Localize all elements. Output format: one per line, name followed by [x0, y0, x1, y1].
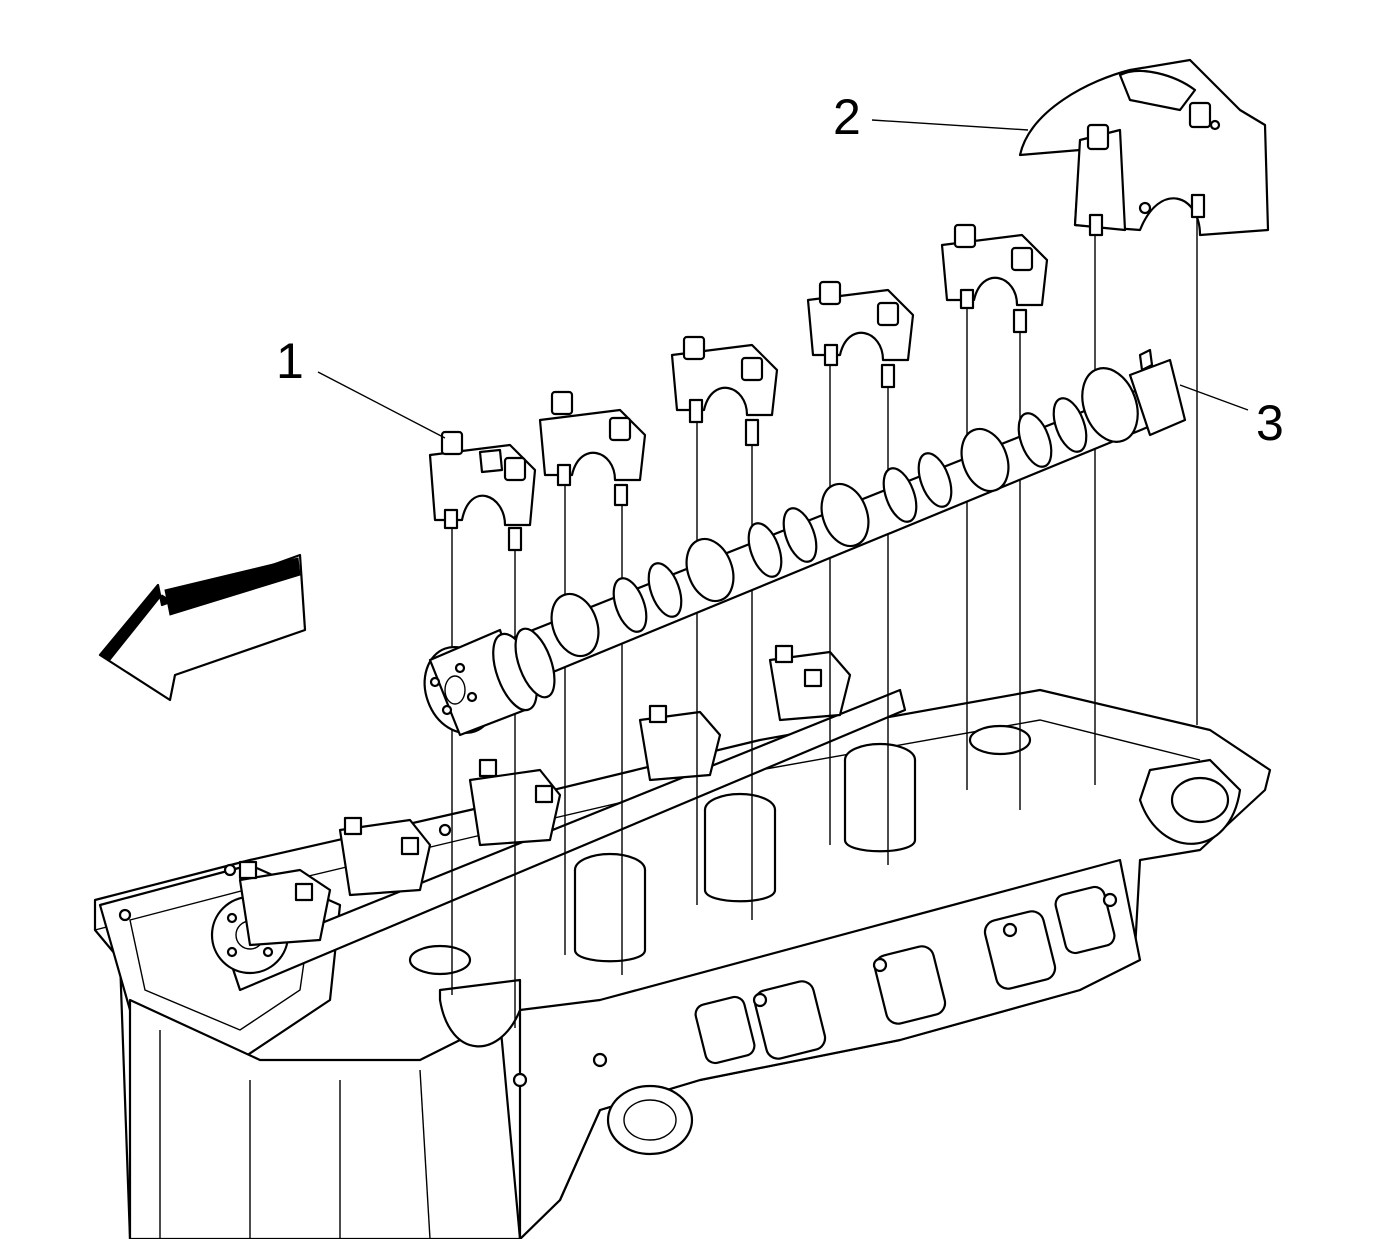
front-bearing-cap-assembly [1018, 58, 1270, 237]
head-bolt-holes [118, 823, 1118, 1088]
camshaft-rear-reluctor [1128, 358, 1187, 437]
camshaft-journals [550, 367, 1139, 658]
callout-2: 2 [833, 89, 1029, 145]
installed-cap-bolts [238, 644, 823, 902]
callout-1-leader [317, 371, 446, 439]
callout-2-leader [871, 119, 1029, 131]
bearing-cap-2 [538, 390, 647, 507]
intake-camshaft [423, 348, 1187, 737]
journal-saddle-1 [438, 978, 522, 1048]
installed-camshaft [210, 644, 907, 992]
callout-1-label: 1 [276, 333, 304, 389]
valve-lifters [573, 758, 917, 963]
bearing-cap-1 [428, 430, 537, 552]
cylinder-head [93, 688, 1272, 1239]
callout-3-leader [1179, 384, 1249, 411]
bearing-cap-5 [940, 223, 1049, 334]
camshaft-bearing-caps [428, 223, 1049, 552]
callout-2-label: 2 [833, 89, 861, 145]
callout-1: 1 [276, 333, 446, 439]
callout-3-label: 3 [1256, 395, 1284, 451]
camshaft-lobes [612, 397, 1088, 633]
alignment-lines [451, 215, 1198, 1028]
callout-3: 3 [1179, 384, 1284, 451]
front-direction-arrow-icon [98, 553, 307, 702]
bearing-cap-4 [806, 280, 915, 389]
bearing-cap-3 [670, 335, 779, 447]
